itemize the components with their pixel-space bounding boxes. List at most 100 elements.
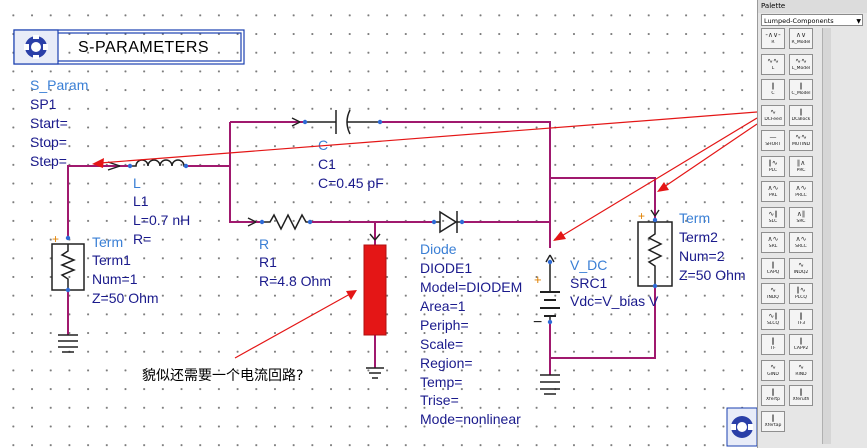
palette-item-dcfeed[interactable]: ∿DCFeed [761,104,785,126]
palette-item-label: INDQ [767,295,779,300]
resistor-r1[interactable]: R R1 R=4.8 Ohm [247,213,331,289]
palette-item-slc[interactable]: ∿∥SLC [761,206,785,228]
palette-item-label: C [771,91,775,96]
resistor-instance: R1 [259,254,277,270]
diode-periph: Periph= [420,317,469,333]
diode-type: Diode [420,241,457,257]
palette-item-glyph-icon: ∥ [771,82,775,90]
palette-item-glyph-icon: ∧∿ [767,235,779,243]
probe-component[interactable] [363,233,387,379]
diode-trise: Trise= [420,392,459,408]
palette-item-slcq[interactable]: ∿∥SLCQ [761,308,785,330]
palette-item-glyph-icon: ∧∿ [795,235,807,243]
palette-library-select[interactable]: Lumped-Components ▼ [761,14,863,26]
term2[interactable]: + Term Term2 Num=2 Z=50 Ohm [637,209,746,289]
annotation-text: 貌似还需要一个电流回路? [142,368,303,384]
term1-num: Num=1 [92,271,138,287]
palette-item-label: TF3 [796,320,806,326]
palette-item-glyph-icon: ‖ [799,388,803,396]
palette-item-srlc[interactable]: ∧∿SRLC [789,232,813,253]
palette-item-tf[interactable]: ‖TF [761,334,785,355]
palette-item-glyph-icon: ‖ [771,413,775,422]
palette-item-c-model[interactable]: ∥C_Model [789,79,813,100]
palette-item-glyph-icon: ∥∿ [768,158,778,167]
palette-item-src[interactable]: ∧∥SRC [789,206,813,228]
sparam-instance: SP1 [30,96,57,112]
palette-item-xfertp[interactable]: ‖Xfertp [761,385,785,406]
palette-item-short[interactable]: —SHORT [761,130,785,151]
palette-item-xfertap[interactable]: ‖Xfertap [761,410,785,432]
palette-item-capq[interactable]: ∥CAPQ [761,257,785,279]
palette-item-prc[interactable]: ∥∧PRC [789,155,813,177]
term1[interactable]: + Term Term1 Num=1 Z=50 Ohm [51,232,159,353]
schematic-canvas[interactable]: S-PARAMETERS S_Param SP1 Start= Stop= St… [0,0,757,448]
palette-item-label: R_Model [791,40,811,45]
palette-item-gind[interactable]: ∿GIND [761,359,785,381]
palette-item-label: INDQ2 [793,269,809,275]
palette-item-srl[interactable]: ∧∿SRL [761,232,785,253]
palette-item-glyph-icon: ∥ [799,107,803,116]
palette-item-mutind[interactable]: ∿∿MUTIND [789,130,813,151]
palette-item-r-model[interactable]: ∧∨R_Model [789,28,813,49]
palette-item-dcblock[interactable]: ∥DCBlock [789,104,813,126]
sparam-params: S_Param SP1 Start= Stop= Step= [30,77,88,169]
palette-item-rind[interactable]: ∿RIND [789,359,813,381]
palette-item-c[interactable]: ∥C [761,79,785,100]
vdc-plus-sign: + [534,272,542,287]
term1-instance: Term1 [92,252,131,268]
term2-instance: Term2 [679,229,718,245]
palette-item-glyph-icon: ‖ [799,311,803,320]
palette-item-glyph-icon: ∥∿ [796,286,806,294]
palette-item-glyph-icon: ∧∿ [767,184,779,192]
palette-item-plcq[interactable]: ∥∿PLCQ [789,283,813,304]
diode[interactable]: Diode DIODE1 Model=DIODEM Area=1 Periph=… [420,210,522,427]
wires [67,121,656,375]
term2-plus-sign: + [638,209,645,223]
palette-item-label: SRL [768,244,778,249]
palette-item-xferuth[interactable]: ‖Xferuth [789,385,813,406]
palette-item-glyph-icon: ‖ [771,337,775,345]
palette-item-capp2[interactable]: ∥CAPP2 [789,334,813,355]
palette-item-glyph-icon: ∿∿ [795,133,807,141]
palette-item-plc[interactable]: ∥∿PLC [761,155,785,177]
palette-item-prlc[interactable]: ∧∿PRLC [789,181,813,202]
component-palette[interactable]: Palette Lumped-Components ▼ -∧∨-R∧∨R_Mod… [757,0,867,448]
diode-scale: Scale= [420,336,463,352]
term1-impedance: Z=50 Ohm [92,290,159,306]
palette-item-l-model[interactable]: ∿∿L_Model [789,53,813,75]
capacitor-c1[interactable]: C C1 C=0.45 pF [291,109,384,191]
palette-title: Palette [758,0,867,13]
palette-item-glyph-icon: ∿ [798,260,804,269]
palette-item-label: Xfertap [764,422,782,428]
palette-item-glyph-icon: ∥ [799,82,803,90]
palette-item-glyph-icon: ∧∨ [795,31,807,39]
palette-item-label: PLCQ [795,295,807,300]
vdc-type: V_DC [570,257,607,273]
inductor-r: R= [133,231,151,247]
vdc-source[interactable]: + − V_DC SRC1 Vdc=V_bias V [533,254,659,395]
sparam-step: Step= [30,153,67,169]
palette-item-r[interactable]: -∧∨-R [761,28,785,49]
diode-temp: Temp= [420,374,462,390]
palette-item-label: CAPQ [766,269,780,275]
palette-item-glyph-icon: ∧∥ [796,209,806,218]
palette-item-indq[interactable]: ∿INDQ [761,283,785,304]
palette-item-tf3[interactable]: ‖TF3 [789,308,813,330]
resistor-type: R [259,236,269,252]
palette-item-indq2[interactable]: ∿INDQ2 [789,257,813,279]
sparam-block[interactable]: S-PARAMETERS [13,29,245,65]
inductor-l1[interactable]: L L1 L=0.7 nH R= [107,159,190,247]
palette-item-glyph-icon: ∿ [770,286,776,294]
corner-logo-icon [726,407,757,447]
palette-item-label: DCBlock [791,116,811,122]
diode-region: Region= [420,355,473,371]
palette-item-glyph-icon: ∿ [770,107,776,116]
palette-item-prl[interactable]: ∧∿PRL [761,181,785,202]
palette-item-l[interactable]: ∿∿L [761,53,785,75]
term2-impedance: Z=50 Ohm [679,267,746,283]
sparam-logo-icon [24,35,48,59]
palette-item-glyph-icon: -∧∨- [765,31,781,39]
palette-scrollbar[interactable] [822,28,831,444]
palette-item-label: SRLC [795,244,807,249]
inductor-value: L=0.7 nH [133,212,190,228]
